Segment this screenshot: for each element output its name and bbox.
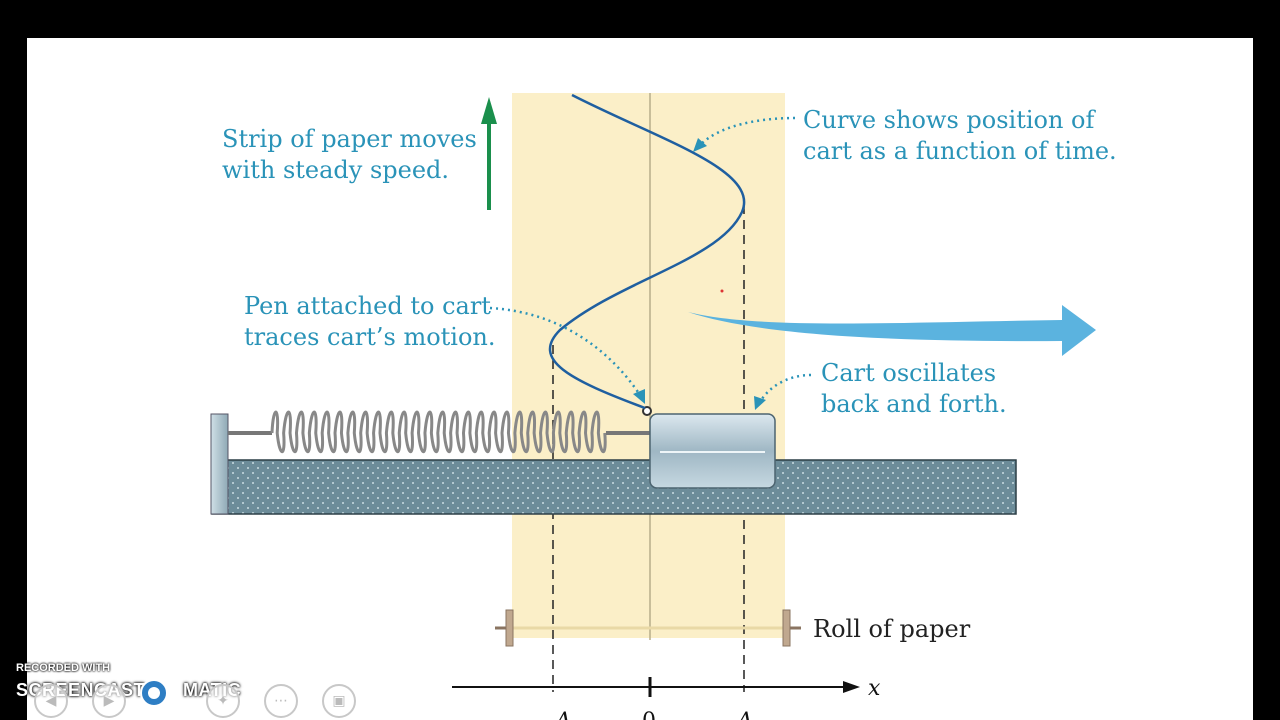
slide: x −A 0 A <box>27 38 1253 720</box>
curve-label: Curve shows position of cart as a functi… <box>803 105 1117 167</box>
presenter-icon[interactable]: ▣ <box>322 684 356 718</box>
paper-motion-arrowhead <box>481 97 497 124</box>
annotation-dot <box>720 289 724 293</box>
screencast-logo-icon <box>140 679 168 707</box>
pen <box>642 406 652 416</box>
pen-pointer <box>489 306 642 396</box>
curve-pointer-head <box>693 138 707 152</box>
tick-label-pos-a: A <box>735 709 753 720</box>
spring <box>270 410 607 454</box>
curve-label-line1: Curve shows position of <box>803 106 1095 134</box>
strip-label-line1: Strip of paper moves <box>222 125 477 153</box>
pen-label-line2: traces cart’s motion. <box>244 323 496 351</box>
oscillation-figure: x −A 0 A <box>210 93 1096 720</box>
prev-icon[interactable]: ◀ <box>34 684 68 718</box>
curve-pointer <box>699 116 796 146</box>
strip-label: Strip of paper moves with steady speed. <box>222 124 477 186</box>
roll-bracket-right <box>782 609 791 647</box>
cart-pointer <box>758 373 812 403</box>
recorded-with-text: RECORDED WITH <box>16 662 111 674</box>
pen-label-line1: Pen attached to cart <box>244 292 491 320</box>
position-curve <box>548 93 746 410</box>
tick-label-zero: 0 <box>642 709 656 720</box>
cart-label: Cart oscillates back and forth. <box>821 358 1007 420</box>
cart-label-line1: Cart oscillates <box>821 359 997 387</box>
roll-bracket-left <box>505 609 514 647</box>
air-track <box>211 459 1017 515</box>
next-icon[interactable]: ▶ <box>92 684 126 718</box>
pen-pointer-head <box>633 389 645 404</box>
cart-pointer-head <box>754 396 766 410</box>
more-icon[interactable]: ⋯ <box>264 684 298 718</box>
strip-label-line2: with steady speed. <box>222 156 450 184</box>
pointer-icon[interactable]: ✦ <box>206 684 240 718</box>
cart-motion-arrow <box>688 305 1096 356</box>
curve-label-line2: cart as a function of time. <box>803 137 1117 165</box>
x-axis-label: x <box>868 676 881 701</box>
tick-label-neg-a: −A <box>537 709 571 720</box>
cart-label-line2: back and forth. <box>821 390 1007 418</box>
pen-label: Pen attached to cart traces cart’s motio… <box>244 291 496 353</box>
x-axis-arrowhead <box>843 681 860 693</box>
roll-label: Roll of paper <box>813 615 971 643</box>
wall-bracket <box>210 413 229 515</box>
